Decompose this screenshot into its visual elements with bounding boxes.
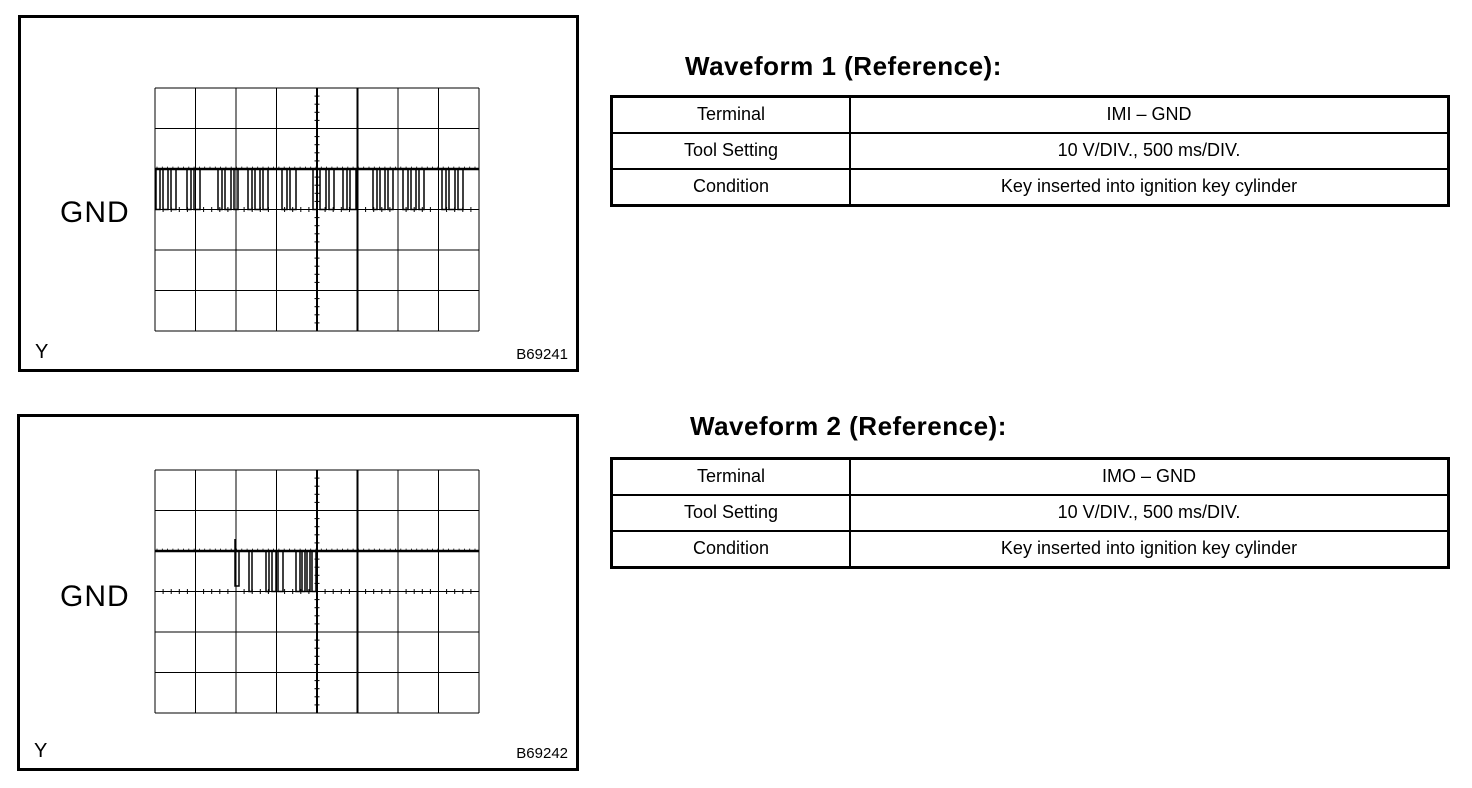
figure-code-2: B69242 <box>516 745 568 762</box>
spec-value-terminal: IMO – GND <box>849 457 1450 496</box>
spec-value-tool-setting: 10 V/DIV., 500 ms/DIV. <box>849 494 1450 532</box>
table-row: Tool Setting 10 V/DIV., 500 ms/DIV. <box>610 494 1450 532</box>
oscilloscope-panel-1: GND Y B69241 <box>18 15 579 372</box>
gnd-level-label-1: GND <box>60 196 130 229</box>
spec-label-terminal: Terminal <box>610 457 851 496</box>
spec-value-condition: Key inserted into ignition key cylinder <box>849 530 1450 569</box>
spec-label-tool-setting: Tool Setting <box>610 494 851 532</box>
gnd-level-label-2: GND <box>60 580 130 613</box>
waveform-1-scope-display <box>154 87 480 332</box>
table-row: Terminal IMI – GND <box>610 95 1450 134</box>
y-axis-label-2: Y <box>34 740 48 762</box>
spec-value-terminal: IMI – GND <box>849 95 1450 134</box>
spec-value-condition: Key inserted into ignition key cylinder <box>849 168 1450 207</box>
table-row: Tool Setting 10 V/DIV., 500 ms/DIV. <box>610 132 1450 170</box>
waveform-2-title: Waveform 2 (Reference): <box>690 411 1007 441</box>
oscilloscope-panel-2: GND Y B69242 <box>17 414 579 771</box>
waveform-1-title: Waveform 1 (Reference): <box>685 51 1002 81</box>
spec-label-tool-setting: Tool Setting <box>610 132 851 170</box>
figure-code-1: B69241 <box>516 346 568 363</box>
spec-label-condition: Condition <box>610 530 851 569</box>
waveform-2-spec-table: Terminal IMO – GND Tool Setting 10 V/DIV… <box>610 457 1450 569</box>
table-row: Terminal IMO – GND <box>610 457 1450 496</box>
table-row: Condition Key inserted into ignition key… <box>610 530 1450 569</box>
spec-value-tool-setting: 10 V/DIV., 500 ms/DIV. <box>849 132 1450 170</box>
spec-label-terminal: Terminal <box>610 95 851 134</box>
spec-label-condition: Condition <box>610 168 851 207</box>
y-axis-label-1: Y <box>35 341 49 363</box>
waveform-1-spec-table: Terminal IMI – GND Tool Setting 10 V/DIV… <box>610 95 1450 207</box>
waveform-2-scope-display <box>154 469 480 714</box>
table-row: Condition Key inserted into ignition key… <box>610 168 1450 207</box>
